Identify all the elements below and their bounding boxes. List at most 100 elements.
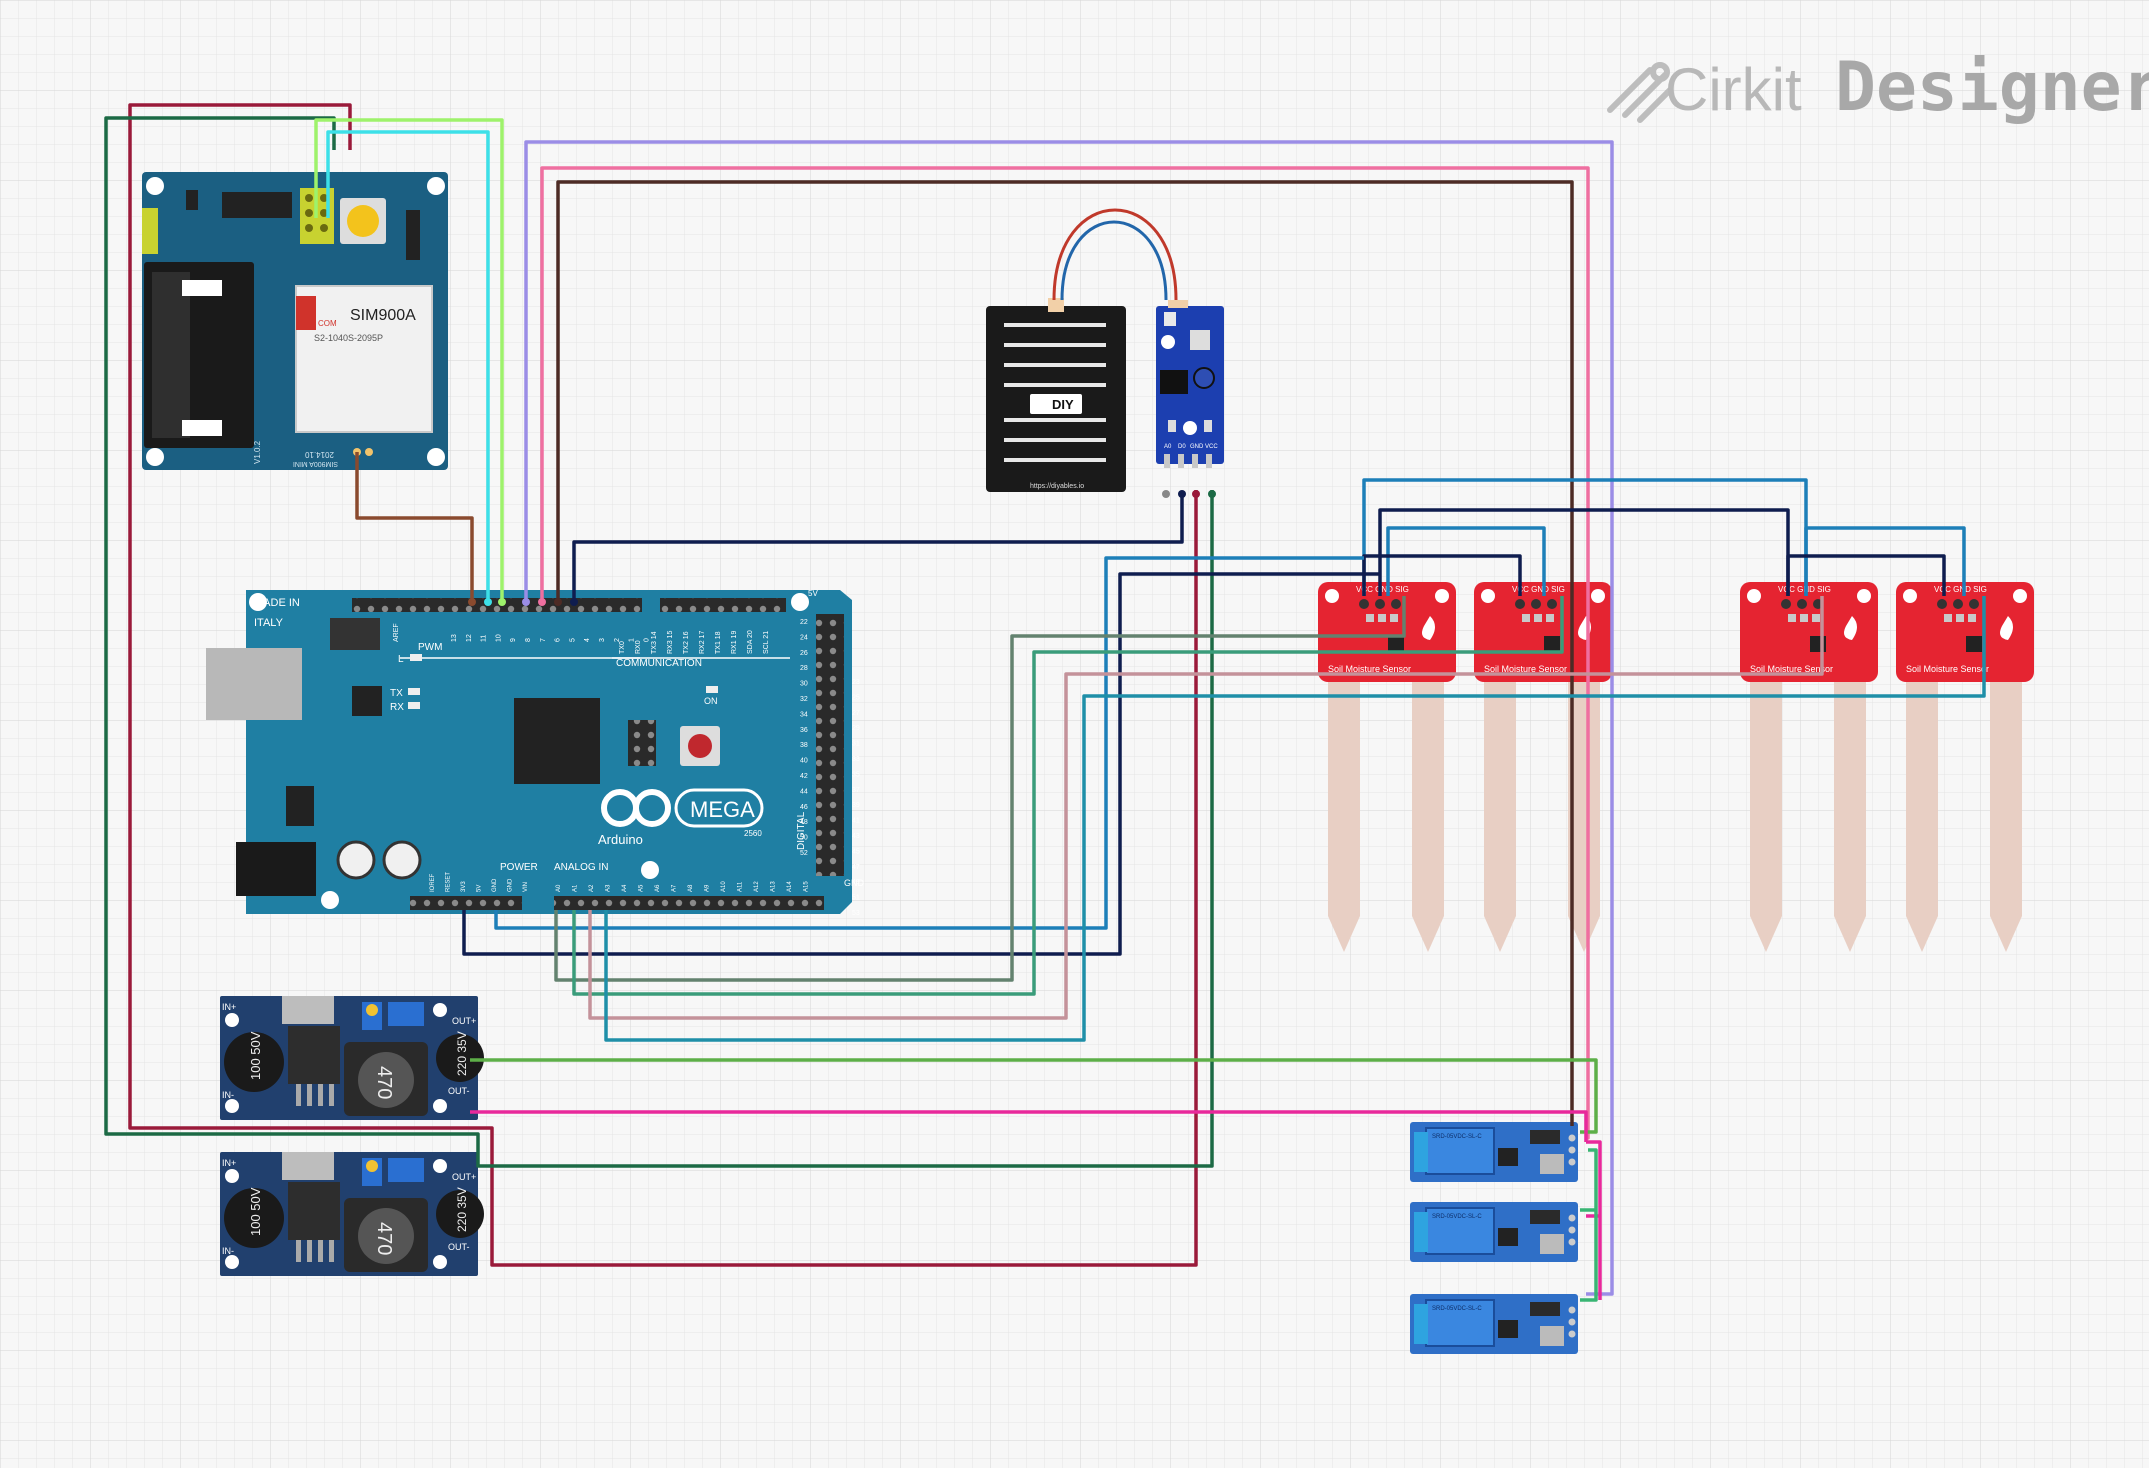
relay-module[interactable]: SRD-05VDC-SL-C [1410, 1202, 1578, 1262]
pin-aref: AREF [393, 623, 400, 642]
relay-label: SRD-05VDC-SL-C [1432, 1214, 1482, 1220]
wire-soil-power-5v[interactable] [494, 556, 1364, 930]
digital-pin-39: 39 [852, 802, 860, 809]
gsm-module[interactable]: COM SIM900A S2-1040S-2095P V1.0.2 SIM900… [142, 172, 448, 470]
wire-gsm-tx-lime[interactable] [314, 118, 504, 602]
comm-pin: RX0 [635, 640, 642, 654]
wire-relay-purple[interactable] [524, 140, 1614, 1296]
buck-pin-label: IN- [222, 1090, 234, 1100]
wire-soil-gnd-3[interactable] [1786, 554, 1946, 596]
comm-pin: SCL 21 [763, 631, 770, 654]
wires [104, 103, 1986, 1302]
wire-soil-sig-1[interactable] [554, 596, 1406, 982]
analog-pin-A10: A10 [721, 881, 727, 892]
power-pin: VIN [523, 882, 529, 892]
wire-rain-a0-navy[interactable] [572, 494, 1184, 602]
gsm-board-rev: V1.0.2 [253, 440, 262, 464]
wire-relay-brown[interactable] [556, 180, 1574, 1126]
gsm-date: 2014.10 [305, 450, 334, 459]
arduino-analog-label: ANALOG IN [554, 862, 608, 873]
digital-pin-29: 29 [852, 725, 860, 732]
wire-soil-sig-2[interactable] [572, 596, 1564, 996]
wire-soil-sig-4[interactable] [604, 596, 1986, 1042]
soil-sensor-label: Soil Moisture Sensor [1750, 664, 1833, 674]
soil-pin-labels: VCC GND SIG [1356, 585, 1409, 594]
rain-sensor-module[interactable]: A0 D0 GND VCC [1156, 300, 1224, 468]
power-pin: GND [492, 878, 498, 892]
buck-pin-label: OUT+ [452, 1016, 476, 1026]
digital-pin-47: 47 [852, 864, 860, 871]
buck-cap-left-label: 100 50V [248, 1031, 263, 1080]
analog-header [554, 896, 824, 910]
soil-sensor-label: Soil Moisture Sensor [1906, 664, 1989, 674]
arduino-digital-label: DIGITAL [796, 811, 807, 850]
comm-pin: RX2 17 [699, 631, 706, 654]
wire-relay-power-green[interactable] [470, 1058, 1598, 1134]
arduino-tx-label: TX [390, 688, 403, 699]
rain-pin-d0: D0 [1178, 444, 1186, 450]
arduino-rx-label: RX [390, 702, 404, 713]
digital-header [816, 614, 844, 876]
analog-pin-A11: A11 [738, 881, 744, 892]
arduino-made-in: MADE IN [254, 597, 300, 609]
digital-pin-22: 22 [800, 619, 808, 626]
wire-soil-gnd-2[interactable] [1362, 554, 1522, 596]
wire-rain-plate-red[interactable] [1052, 208, 1178, 301]
buck-inductor-label: 470 [373, 1066, 395, 1099]
wire-soil-gnd-1[interactable] [1378, 508, 1790, 596]
arduino-mega[interactable]: MADE IN ITALY PWM COMMUNICATION L TX RX … [206, 589, 865, 917]
wire-soil-vcc-2[interactable] [1386, 526, 1546, 596]
buck-pin-label: IN- [222, 1246, 234, 1256]
wire-gsm-rst-brown[interactable] [355, 452, 474, 602]
pwm-pin-6: 6 [555, 638, 562, 642]
rain-module-pin-labels: A0 D0 GND VCC [1164, 444, 1218, 450]
analog-pin-A12: A12 [754, 881, 760, 892]
wire-endpoints [468, 490, 1216, 606]
wire-relay-mint[interactable] [1580, 1148, 1598, 1302]
wire-gsm-rx-cyan[interactable] [326, 130, 490, 602]
pwm-pin-12: 12 [466, 634, 473, 642]
wire-gsm-vcc-red[interactable] [128, 103, 1198, 1267]
wire-rain-plate-blue[interactable] [1060, 220, 1168, 301]
pwm-pin-1: 1 [629, 638, 636, 642]
wire-soil-vcc-3[interactable] [1804, 526, 1966, 596]
power-pin: RESET [446, 872, 452, 892]
wire-soil-sig-3[interactable] [588, 596, 1824, 1020]
digital-pin-32: 32 [800, 696, 808, 703]
comm-pin: TX0 [619, 641, 626, 654]
digital-pin-35: 35 [852, 771, 860, 778]
pwm-pin-3: 3 [599, 638, 606, 642]
digital-pin-27: 27 [852, 710, 860, 717]
comm-pin: TX1 18 [715, 631, 722, 654]
pwm-pin-8: 8 [525, 638, 532, 642]
comm-pin: RX3 15 [667, 631, 674, 654]
wire-gsm-gnd-green[interactable] [104, 116, 1214, 1168]
rain-sensor-plate[interactable]: DIY https://diyables.io [986, 298, 1126, 492]
wire-relay-power-magenta[interactable] [470, 1110, 1602, 1300]
digital-pin-33: 33 [852, 756, 860, 763]
digital-pin-28: 28 [800, 665, 808, 672]
analog-pin-A4: A4 [622, 884, 628, 892]
wire-soil-power-gnd[interactable] [462, 572, 1380, 956]
relay-module[interactable]: SRD-05VDC-SL-C [1410, 1294, 1578, 1354]
analog-pin-A6: A6 [655, 884, 661, 892]
comm-pin: SDA 20 [747, 630, 754, 654]
pwm-pin-7: 7 [540, 638, 547, 642]
brand-name-bold: Designer [1835, 48, 2149, 127]
relay-module[interactable]: SRD-05VDC-SL-C [1410, 1122, 1578, 1182]
digital-pin-24: 24 [800, 634, 808, 641]
gsm-chip-code: S2-1040S-2095P [314, 333, 383, 343]
pwm-pin-4: 4 [584, 638, 591, 642]
digital-pin-30: 30 [800, 681, 808, 688]
digital-pin-37: 37 [852, 787, 860, 794]
buck-pin-label: OUT+ [452, 1172, 476, 1182]
